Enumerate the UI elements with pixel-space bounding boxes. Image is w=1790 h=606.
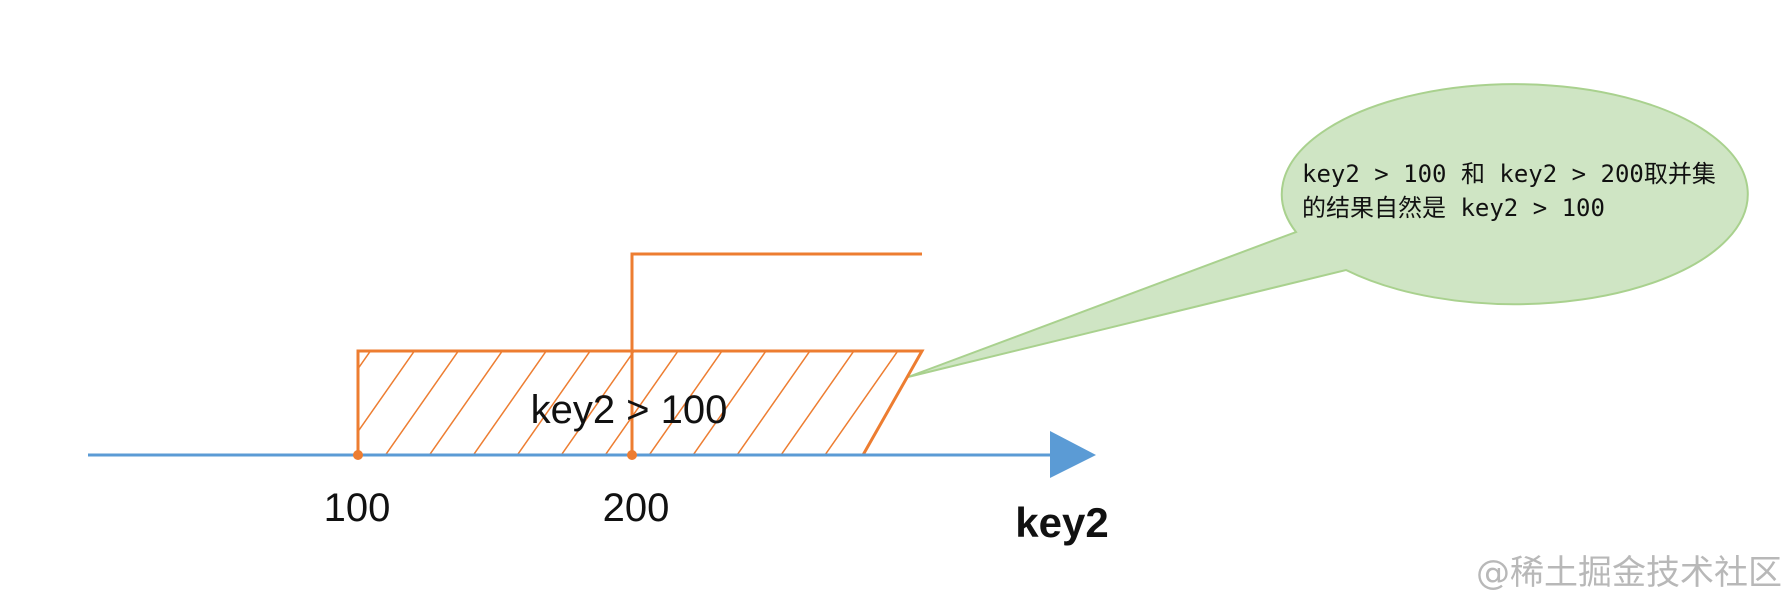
range-label: key2 > 100 (531, 388, 728, 432)
callout-shape (907, 83, 1749, 378)
range-100-outline (356, 349, 925, 456)
axis-label: key2 (1015, 499, 1108, 546)
range-100-hatch (358, 351, 922, 455)
tick-marker-200 (627, 450, 637, 460)
callout-line-2: 的结果自然是 key2 > 100 (1302, 194, 1605, 222)
callout-line-1: key2 > 100 和 key2 > 200取并集 (1302, 160, 1716, 188)
axis-arrowhead (1050, 431, 1096, 478)
tick-label-200: 200 (603, 486, 670, 530)
watermark: @稀土掘金技术社区 (1476, 553, 1782, 593)
range-key2-gt-100 (356, 349, 925, 456)
callout-bubble: key2 > 100 和 key2 > 200取并集 的结果自然是 key2 >… (907, 83, 1749, 378)
key2-axis: 100 200 key2 (88, 431, 1109, 546)
tick-label-100: 100 (324, 486, 391, 530)
tick-marker-100 (353, 450, 363, 460)
